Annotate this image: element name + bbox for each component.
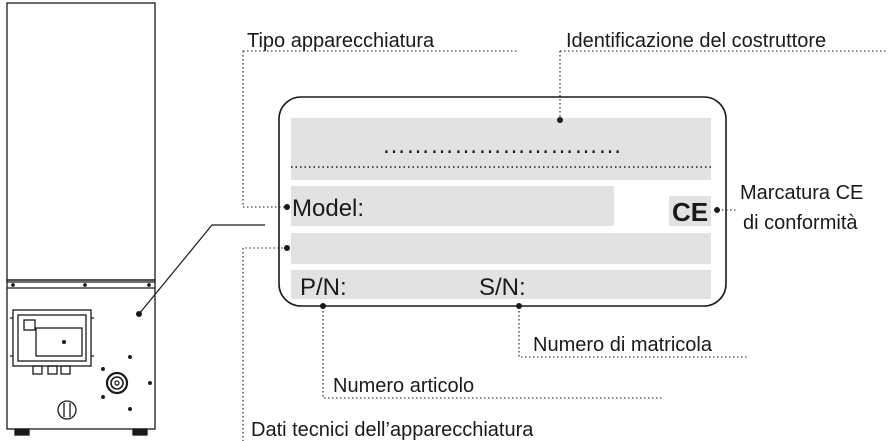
leader-matricola <box>518 307 748 358</box>
device-foot-right <box>132 428 148 436</box>
label-numero-articolo: Numero articolo <box>333 375 474 397</box>
leader-lines <box>242 50 886 441</box>
serial-field <box>291 270 711 299</box>
leader-dati <box>242 247 287 441</box>
label-marcatura-ce: Marcatura CE <box>740 182 863 204</box>
label-identificazione-costruttore: Identificazione del costruttore <box>566 30 826 52</box>
ce-field <box>669 196 711 226</box>
label-tipo-apparecchiatura: Tipo apparecchiatura <box>247 30 435 52</box>
device-unit <box>6 2 156 436</box>
label-dati-tecnici: Dati tecnici dell’apparecchiatura <box>251 419 534 441</box>
device-foot-left <box>14 428 30 436</box>
device-upper-cabinet <box>6 2 156 281</box>
leader-dots <box>284 117 720 309</box>
device-lower-cabinet <box>6 279 156 430</box>
pn-label: P/N: <box>300 274 347 301</box>
manufacturer-dots: ………………………… <box>382 132 622 159</box>
label-numero-matricola: Numero di matricola <box>533 334 713 356</box>
device-drain-knob <box>57 400 77 420</box>
device-control-box <box>10 309 94 375</box>
label-di-conformita: di conformità <box>743 212 858 234</box>
plate-location-callout <box>136 224 265 317</box>
device-round-connector <box>105 371 129 395</box>
model-field <box>291 186 614 226</box>
leader-tipo <box>242 51 287 208</box>
technical-data-field <box>291 233 711 264</box>
sn-label: S/N: <box>479 274 526 301</box>
nameplate: ………………………… Model: CE P/N: S/N: <box>278 96 727 307</box>
manufacturer-field <box>291 118 711 180</box>
model-label: Model: <box>292 195 364 222</box>
ce-mark: CE <box>672 197 708 227</box>
